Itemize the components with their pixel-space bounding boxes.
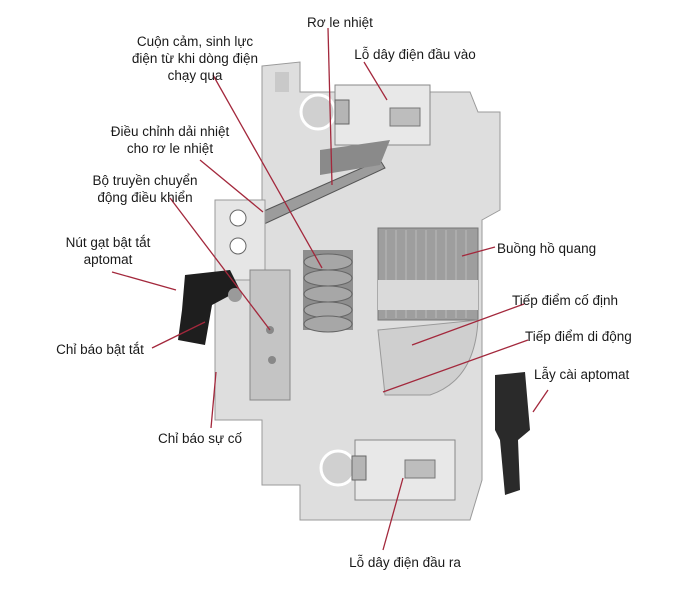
label-thermal-adjust: Điều chỉnh dải nhiệt cho rơ le nhiệt: [90, 123, 250, 157]
label-line: aptomat: [83, 252, 133, 267]
label-fault-indicator: Chỉ báo sự cố: [157, 431, 243, 446]
leader-thermal-adjust: [199, 159, 264, 213]
label-coil: Cuộn cảm, sinh lực điện từ khi dòng điện…: [110, 33, 280, 84]
leader-moving-contact: [382, 339, 529, 393]
leader-control-mechanism: [169, 197, 271, 331]
coil-spring: [303, 250, 353, 333]
din-latch: [495, 372, 530, 495]
label-moving-contact: Tiếp điểm di động: [525, 329, 632, 344]
label-line: động điều khiển: [97, 190, 193, 205]
leader-fault-indicator: [210, 371, 217, 429]
leader-arc-chamber: [461, 246, 496, 257]
label-line: Bộ truyền chuyển: [92, 173, 198, 188]
label-line: Nút gạt bật tắt: [65, 235, 151, 250]
label-control-mechanism: Bộ truyền chuyển động điều khiển: [75, 172, 215, 206]
toggle-lever: [178, 270, 240, 345]
label-arc-chamber: Buồng hồ quang: [497, 241, 597, 256]
label-line: điện từ khi dòng điện: [131, 51, 259, 66]
output-screw: [319, 449, 357, 487]
label-output-terminal: Lỗ dây điện đầu ra: [349, 555, 461, 570]
leader-input-terminal: [363, 61, 388, 101]
arc-runner: [377, 319, 479, 396]
leader-fixed-contact: [411, 303, 525, 346]
label-input-terminal: Lỗ dây điện đầu vào: [354, 47, 476, 62]
label-thermal-relay: Rơ le nhiệt: [307, 15, 373, 30]
leader-on-off-indicator: [151, 321, 206, 349]
label-line: cho rơ le nhiệt: [126, 141, 214, 156]
leader-coil: [212, 74, 323, 269]
leader-lines: [111, 27, 549, 551]
leader-output-terminal: [382, 477, 404, 551]
leader-din-latch: [532, 389, 549, 413]
label-toggle-lever: Nút gạt bật tắt aptomat: [48, 234, 168, 268]
label-on-off-indicator: Chỉ báo bật tắt: [56, 342, 144, 357]
mechanism-plate: [249, 269, 291, 401]
label-din-latch: Lẫy cài aptomat: [534, 367, 630, 382]
housing-top-notch: [275, 72, 289, 92]
leader-thermal-relay: [327, 27, 333, 186]
label-line: Điều chỉnh dải nhiệt: [110, 124, 230, 139]
label-line: Cuộn cảm, sinh lực: [136, 34, 254, 49]
leader-toggle-lever: [111, 271, 177, 291]
label-line: chạy qua: [167, 68, 223, 83]
label-fixed-contact: Tiếp điểm cố định: [512, 293, 619, 308]
